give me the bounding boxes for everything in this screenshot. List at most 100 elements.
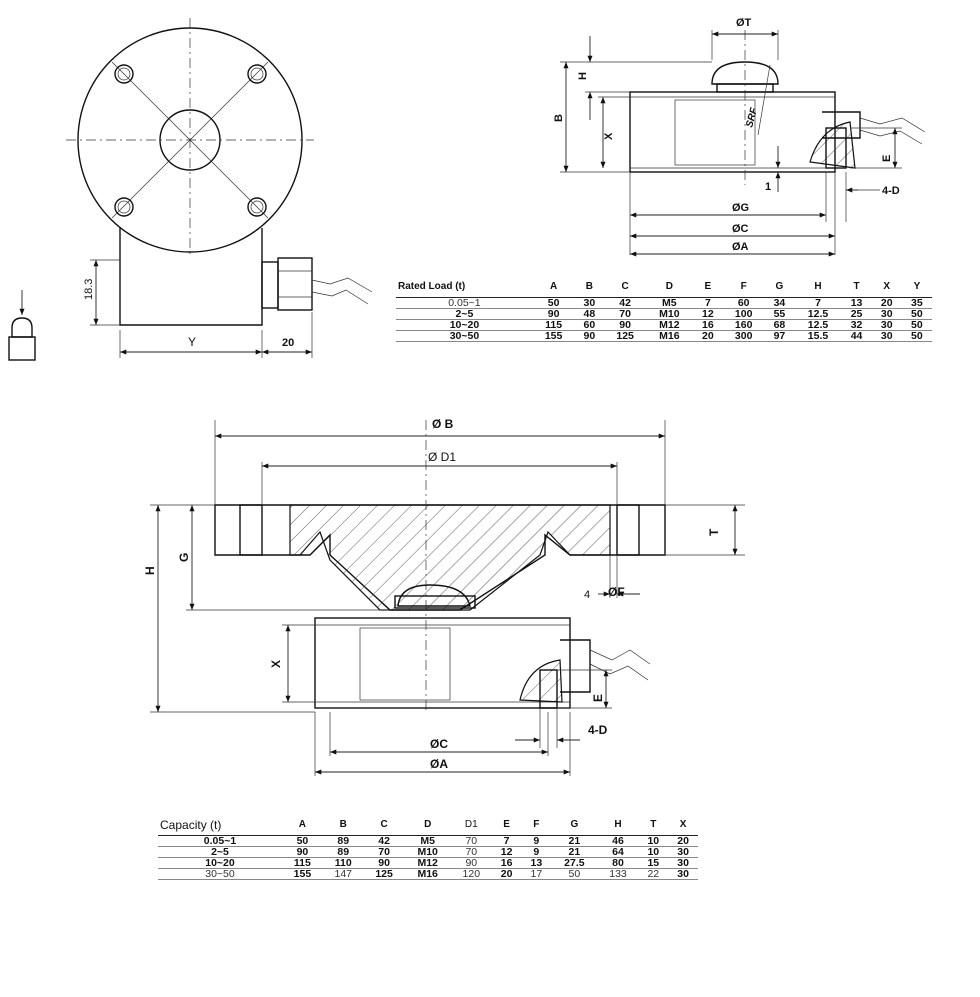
table-cell: 9 xyxy=(533,835,540,847)
table-cell: 30 xyxy=(880,308,893,320)
table-cell: 7 xyxy=(503,835,510,847)
dim-e-top: E xyxy=(881,155,893,162)
table-cell: M12 xyxy=(659,319,680,331)
row-label-cell: 10~20 xyxy=(449,319,480,331)
table-cell: 100 xyxy=(734,308,753,320)
table-cell: 32 xyxy=(850,319,863,331)
table-header-cell: X xyxy=(871,277,902,298)
table-header-cell: C xyxy=(604,277,646,298)
table-cell: 89 xyxy=(337,835,350,847)
table-cell: 12.5 xyxy=(807,319,829,331)
table-header-cell: D xyxy=(645,277,693,298)
dim-c-bottom: ØC xyxy=(430,737,448,751)
table-cell: 21 xyxy=(568,835,581,847)
table-cell: 20 xyxy=(880,297,893,309)
table-header-cell: B xyxy=(574,277,605,298)
table-header-cell: Rated Load (t) xyxy=(396,277,533,298)
row-label-cell: 10~20 xyxy=(205,857,235,869)
table-cell: 42 xyxy=(619,297,631,309)
table-header-cell: B xyxy=(322,815,364,836)
table-cell: 30 xyxy=(677,846,689,858)
table-cell: 25 xyxy=(850,308,863,320)
table-cell: 17 xyxy=(530,868,543,880)
table-cell: 50 xyxy=(911,308,923,320)
table-cell: 90 xyxy=(296,846,309,858)
cable-gland-icon xyxy=(261,257,373,311)
table-cell: 90 xyxy=(465,857,478,869)
dim-g-bottom: G xyxy=(177,553,191,562)
table-cell: 44 xyxy=(850,330,863,342)
table-cell: 115 xyxy=(545,319,563,331)
table-cell: 13 xyxy=(530,857,543,869)
table-cell: 147 xyxy=(334,868,353,880)
table-cell: 7 xyxy=(704,297,711,309)
assembly-section-drawing: Ø B Ø D1 T H G 4 ØF X E 4-D xyxy=(143,417,745,776)
table-cell: 70 xyxy=(465,835,478,847)
table-cell: M16 xyxy=(417,868,438,880)
table-header-row: Capacity (t) A B C D D1 E F G H T X xyxy=(158,815,698,836)
table-cell: 60 xyxy=(737,297,750,309)
table-cell: 34 xyxy=(773,297,786,309)
row-label-cell: 2~5 xyxy=(211,846,229,858)
table-cell: 16 xyxy=(702,319,714,331)
table-cell: 80 xyxy=(612,857,624,869)
table-cell: 30 xyxy=(677,857,689,869)
table-cell: 160 xyxy=(734,319,753,331)
dim-g-top: ØG xyxy=(732,202,749,214)
table-cell: 50 xyxy=(547,297,560,309)
top-view-drawing: 18.3 Y 20 xyxy=(66,18,373,358)
table-header-cell: D1 xyxy=(450,815,492,836)
row-label-cell: 30~50 xyxy=(205,868,235,880)
side-view-drawing: ØT H B X SRF 1 E 4-D ØG ØC ØA xyxy=(553,17,926,257)
mounting-hole-icon xyxy=(114,64,267,217)
dim-18-3: 18.3 xyxy=(83,279,95,300)
table-cell: 68 xyxy=(773,319,786,331)
dim-a-bottom: ØA xyxy=(430,757,448,771)
dim-4d-bottom: 4-D xyxy=(588,723,608,737)
dim-c-top: ØC xyxy=(732,223,749,235)
table-cell: 7 xyxy=(815,297,821,309)
table-cell: 9 xyxy=(533,846,540,858)
table-cell: 70 xyxy=(378,846,390,858)
table-cell: 110 xyxy=(334,857,352,869)
table-cell: M10 xyxy=(659,308,680,320)
table-header-cell: D xyxy=(404,815,451,836)
table-header-cell: A xyxy=(532,277,575,298)
dim-t: ØT xyxy=(736,17,752,29)
table-cell: 20 xyxy=(677,835,689,847)
row-label-cell: 30~50 xyxy=(449,330,480,342)
table-cell: 30 xyxy=(583,297,596,309)
table-header-cell: C xyxy=(363,815,405,836)
table-cell: 70 xyxy=(619,308,631,320)
table-cell: 125 xyxy=(616,330,634,342)
table-header-cell: G xyxy=(764,277,795,298)
table-header-cell: H xyxy=(597,815,639,836)
table-cell: M5 xyxy=(420,835,435,847)
table-header-cell: Y xyxy=(901,277,932,298)
table-cell: 155 xyxy=(544,330,563,342)
table-cell: 50 xyxy=(911,330,923,342)
table-header-cell: T xyxy=(841,277,872,298)
table-header-cell: X xyxy=(668,815,698,836)
table-cell: 30 xyxy=(880,319,893,331)
dim-x-bottom: X xyxy=(269,660,283,668)
table-cell: 35 xyxy=(911,297,923,309)
table-cell: 30 xyxy=(677,868,689,880)
table-cell: 10 xyxy=(647,835,660,847)
dim-h-top: H xyxy=(577,72,589,80)
table-cell: 46 xyxy=(612,835,624,847)
dim-srf: SRF xyxy=(744,106,760,129)
table-cell: 97 xyxy=(773,330,786,342)
table-cell: 50 xyxy=(568,868,581,880)
table-cell: 120 xyxy=(462,868,481,880)
row-label-cell: 0.05~1 xyxy=(448,297,481,309)
table-cell: 42 xyxy=(378,835,390,847)
table-cell: 10 xyxy=(647,846,660,858)
table-cell: 133 xyxy=(609,868,627,880)
table-cell: 50 xyxy=(296,835,309,847)
dim-20: 20 xyxy=(282,337,294,349)
table-header-cell: Capacity (t) xyxy=(158,815,282,836)
